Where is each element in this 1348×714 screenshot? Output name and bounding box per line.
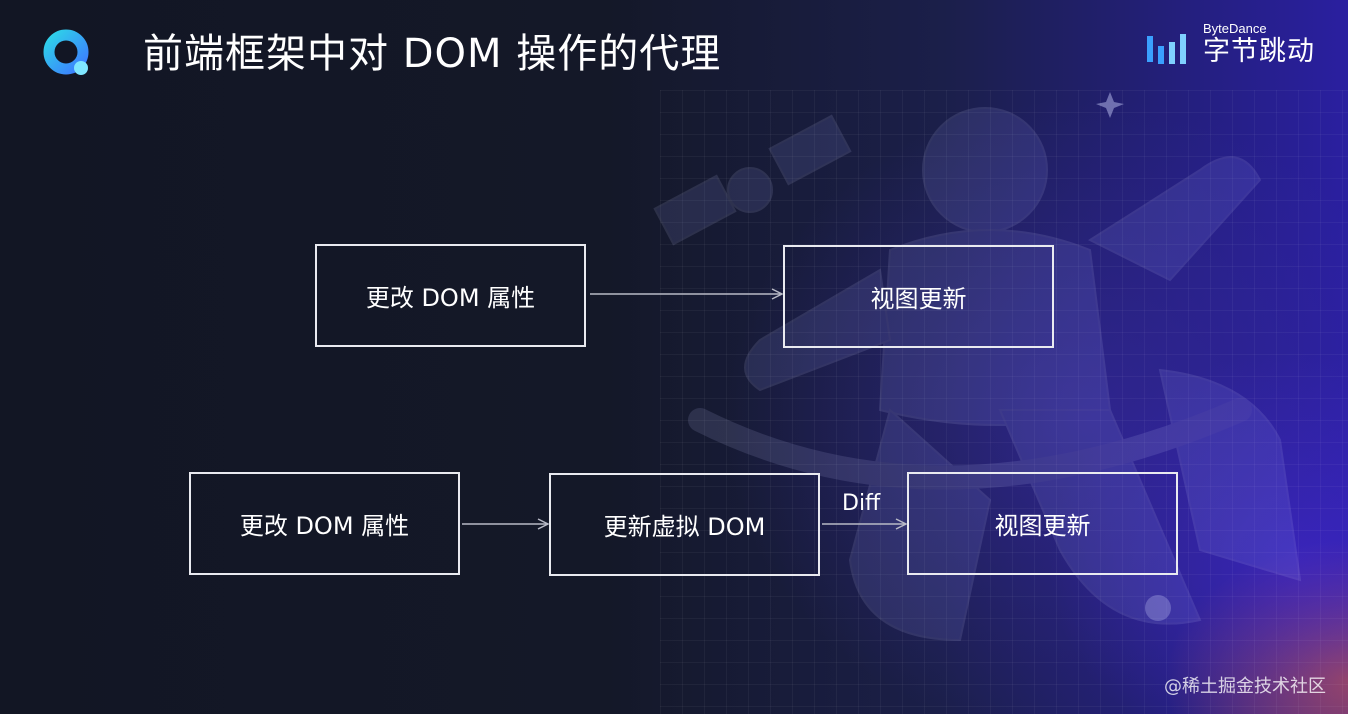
page-title: 前端框架中对 DOM 操作的代理 (143, 31, 722, 77)
bytedance-logo: ByteDance 字节跳动 (1147, 22, 1327, 70)
brand-name-cn: 字节跳动 (1203, 36, 1315, 67)
node-update-virtual-dom: 更新虚拟 DOM (549, 473, 820, 576)
brand-name-en: ByteDance (1203, 21, 1267, 36)
node-view-update: 视图更新 (907, 472, 1178, 575)
background-grid (660, 90, 1348, 714)
node-view-update-direct: 视图更新 (783, 245, 1054, 348)
node-change-dom-attr-direct: 更改 DOM 属性 (315, 244, 586, 347)
quick-app-logo-icon (43, 29, 89, 75)
node-change-dom-attr: 更改 DOM 属性 (189, 472, 460, 575)
bytedance-bars-icon (1147, 34, 1186, 64)
watermark: @稀土掘金技术社区 (1164, 676, 1326, 697)
diff-label: Diff (842, 491, 881, 516)
